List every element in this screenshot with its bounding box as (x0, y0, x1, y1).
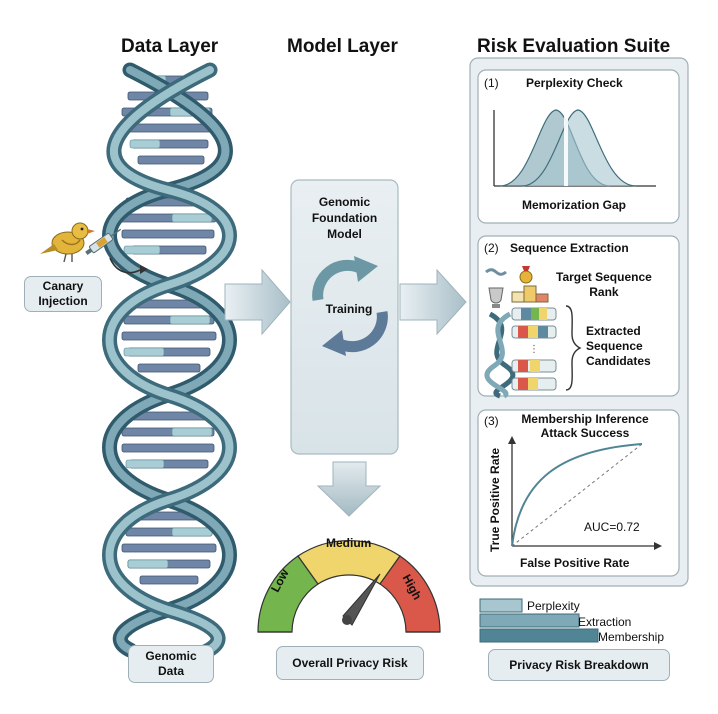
tpr-axis-label: True Positive Rate (488, 447, 502, 552)
genomic-label-line1: Genomic (145, 649, 197, 663)
risk-gauge (257, 539, 441, 633)
risk-suite-title: Risk Evaluation Suite (477, 36, 671, 57)
roc-chart (508, 436, 662, 550)
breakdown-label-perplexity: Perplexity (527, 599, 580, 613)
genomic-label-line2: Data (157, 664, 184, 678)
podium-icon (511, 285, 549, 303)
extraction-dna-icon (484, 311, 516, 399)
trophy-icon (488, 287, 504, 308)
breakdown-bar-extraction (479, 613, 580, 628)
model-box (290, 179, 399, 455)
privacy-risk-breakdown-label: Privacy Risk Breakdown (488, 649, 670, 681)
candidates-line2: Sequence (586, 339, 643, 353)
candidates-line3: Candidates (586, 354, 651, 368)
model-layer-title: Model Layer (287, 36, 398, 57)
target-rank-label: Target Sequence Rank (556, 270, 652, 300)
membership-number: (3) (484, 414, 499, 428)
perplexity-title: Perplexity Check (526, 76, 623, 90)
svg-text:⋮: ⋮ (529, 344, 539, 355)
model-title: Genomic Foundation Model (291, 194, 398, 242)
candidates-brace (565, 305, 582, 391)
canary-injection-label: Canary Injection (24, 276, 102, 312)
injection-arrow (109, 257, 141, 274)
genomic-data-label: Genomic Data (128, 645, 214, 683)
extraction-title: Sequence Extraction (510, 241, 629, 255)
model-title-line1: Genomic (318, 195, 371, 209)
breakdown-label-membership: Membership (598, 630, 665, 644)
membership-title-line2: Attack Success (540, 426, 630, 440)
medal-icon (519, 266, 533, 284)
overall-privacy-risk-label: Overall Privacy Risk (276, 646, 424, 680)
extraction-number: (2) (484, 241, 499, 255)
canary-label-line1: Canary (42, 279, 84, 293)
sequence-candidates: ⋮ (511, 307, 557, 391)
membership-panel (477, 409, 680, 577)
model-to-suite-arrow (399, 268, 467, 336)
gauge-medium-label: Medium (326, 536, 372, 550)
candidates-label: Extracted Sequence Candidates (586, 324, 651, 369)
training-cycle-icon (312, 256, 388, 356)
membership-title-line1: Membership Inference (521, 412, 649, 426)
memorization-gap-label: Memorization Gap (522, 198, 627, 212)
breakdown-label-extraction: Extraction (578, 615, 632, 629)
model-title-line3: Model (327, 227, 362, 241)
membership-title: Membership Inference Attack Success (512, 412, 658, 440)
dna-backbones (102, 62, 237, 660)
perplexity-number: (1) (484, 76, 499, 90)
model-title-line2: Foundation (311, 211, 378, 225)
data-layer-title: Data Layer (121, 36, 219, 57)
target-rank-line1: Target Sequence (556, 270, 652, 284)
breakdown-title: Privacy Risk Breakdown (509, 657, 649, 672)
data-to-model-arrow (224, 268, 291, 336)
overall-risk-text: Overall Privacy Risk (292, 655, 408, 670)
canary-label-line2: Injection (38, 294, 88, 308)
training-label: Training (325, 302, 373, 316)
target-rank-line2: Rank (589, 285, 619, 299)
candidates-line1: Extracted (586, 324, 641, 338)
perplexity-chart (493, 109, 656, 187)
canary-bird-icon (40, 222, 95, 263)
model-to-gauge-arrow (316, 461, 382, 517)
fpr-axis-label: False Positive Rate (520, 556, 630, 570)
breakdown-bar-perplexity (479, 598, 523, 613)
breakdown-bars (479, 598, 599, 643)
syringe-icon (85, 228, 122, 255)
breakdown-bar-membership (479, 628, 599, 643)
auc-label: AUC=0.72 (584, 520, 640, 534)
dna-small-icon (485, 268, 507, 276)
